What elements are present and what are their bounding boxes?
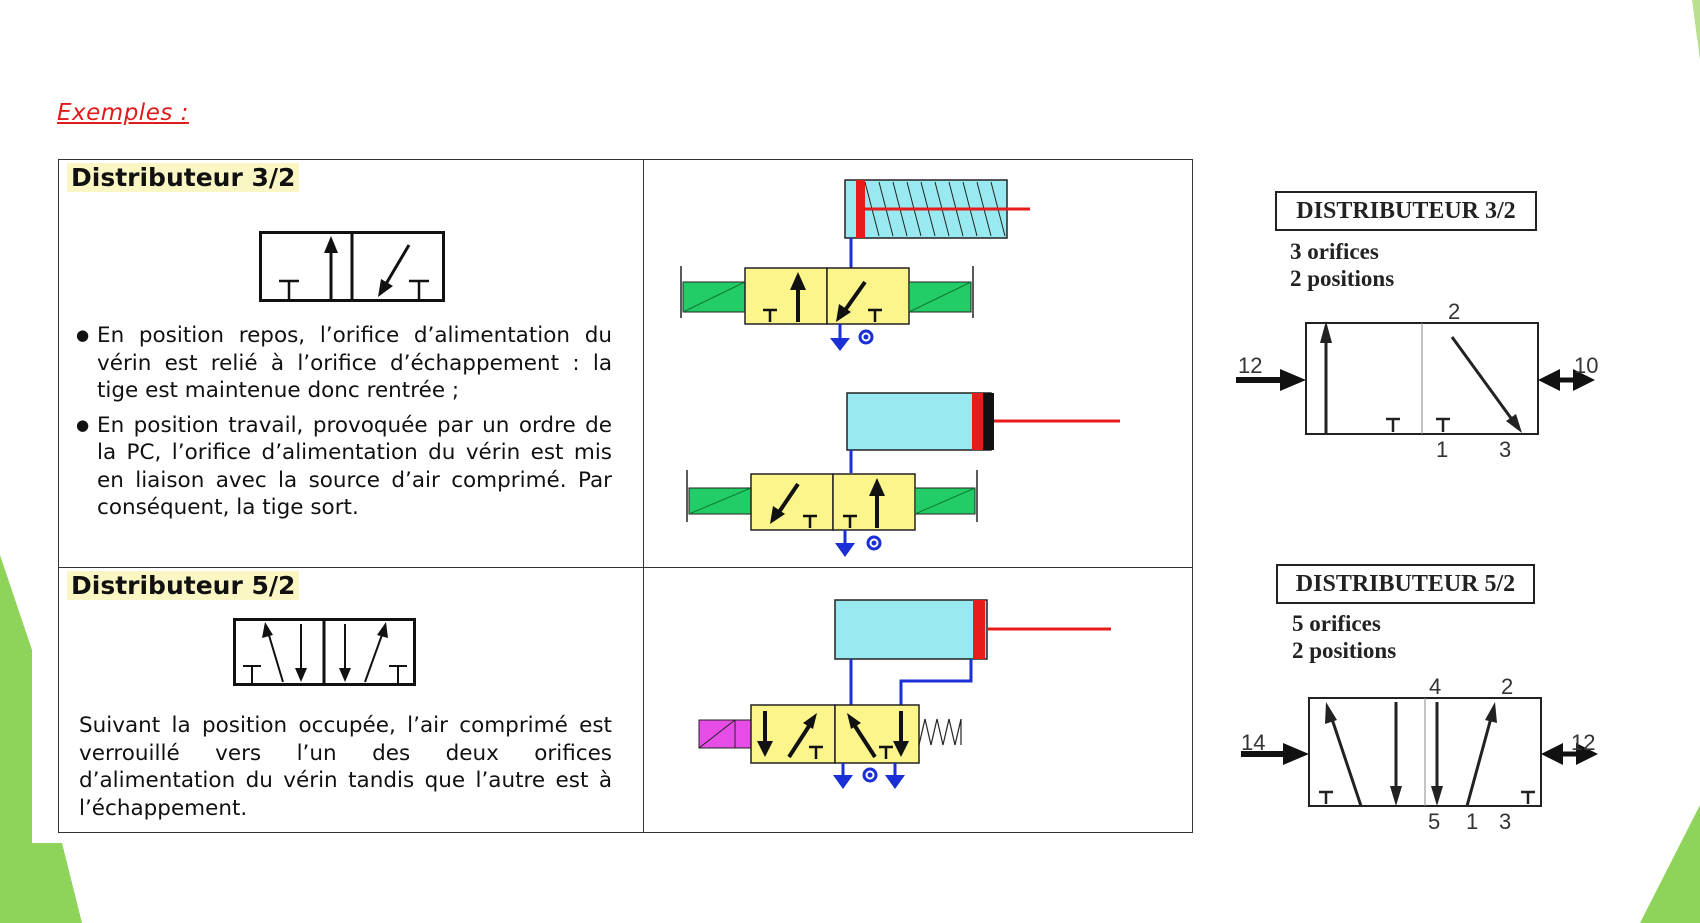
valve-32-work — [686, 470, 978, 557]
examples-heading: Exemples : — [57, 100, 189, 126]
spec-32-line-1: 3 orifices — [1290, 239, 1379, 264]
spec-52-port-top-left: 4 — [1429, 674, 1441, 699]
valve-32-symbol — [259, 231, 445, 302]
spec-32-line-2: 2 positions — [1290, 266, 1395, 291]
extended-cylinder — [846, 392, 1120, 451]
double-acting-cylinder — [834, 599, 1111, 660]
spec-52-port-left-pilot: 14 — [1241, 730, 1265, 755]
spec-52-port-bottom-mid: 1 — [1466, 809, 1478, 834]
row2-title: Distributeur 5/2 — [67, 571, 300, 600]
spec-52-line-2: 2 positions — [1292, 638, 1397, 663]
row2-paragraph: Suivant la position occupée, l’air compr… — [79, 713, 612, 821]
row1-bullet-1: En position repos, l’orifice d’alimentat… — [76, 322, 612, 405]
spec-32-title: DISTRIBUTEUR 3/2 — [1275, 191, 1537, 231]
spec-32-symbol: 12 10 2 1 3 — [1236, 299, 1598, 462]
valve-52-actuated — [698, 704, 962, 789]
row1-title: Distributeur 3/2 — [67, 163, 300, 192]
row2-pneumatic-diagram — [698, 599, 1111, 789]
spec-52-port-bottom-right: 3 — [1499, 809, 1511, 834]
row1-pneumatic-diagram — [680, 179, 1120, 557]
table-column-divider — [643, 160, 644, 832]
spec-52-symbol: 14 12 4 2 5 1 3 — [1241, 674, 1598, 834]
valve-32-rest — [680, 266, 974, 351]
spec-32-port-right-pilot: 10 — [1574, 353, 1598, 378]
spring-cylinder — [844, 179, 1030, 239]
spec-52-title: DISTRIBUTEUR 5/2 — [1276, 564, 1535, 604]
spec-32-port-bottom-right: 3 — [1499, 437, 1511, 462]
spec-52-line-1: 5 orifices — [1292, 611, 1381, 636]
row1-bullet-2: En position travail, provoquée par un or… — [76, 412, 612, 522]
valve-52-symbol — [233, 618, 416, 686]
spec-32-port-bottom-left: 1 — [1436, 437, 1448, 462]
row1-bullet-list: En position repos, l’orifice d’alimentat… — [76, 322, 612, 529]
examples-table: Distributeur 3/2 En position repos, l’or… — [58, 159, 1193, 833]
spec-52-port-top-right: 2 — [1501, 674, 1513, 699]
spec-32-port-left-pilot: 12 — [1238, 353, 1262, 378]
spec-32-port-top: 2 — [1448, 299, 1460, 324]
spec-52-port-right-pilot: 12 — [1571, 730, 1595, 755]
spec-52-port-bottom-left: 5 — [1428, 809, 1440, 834]
table-row-divider — [59, 567, 1192, 568]
